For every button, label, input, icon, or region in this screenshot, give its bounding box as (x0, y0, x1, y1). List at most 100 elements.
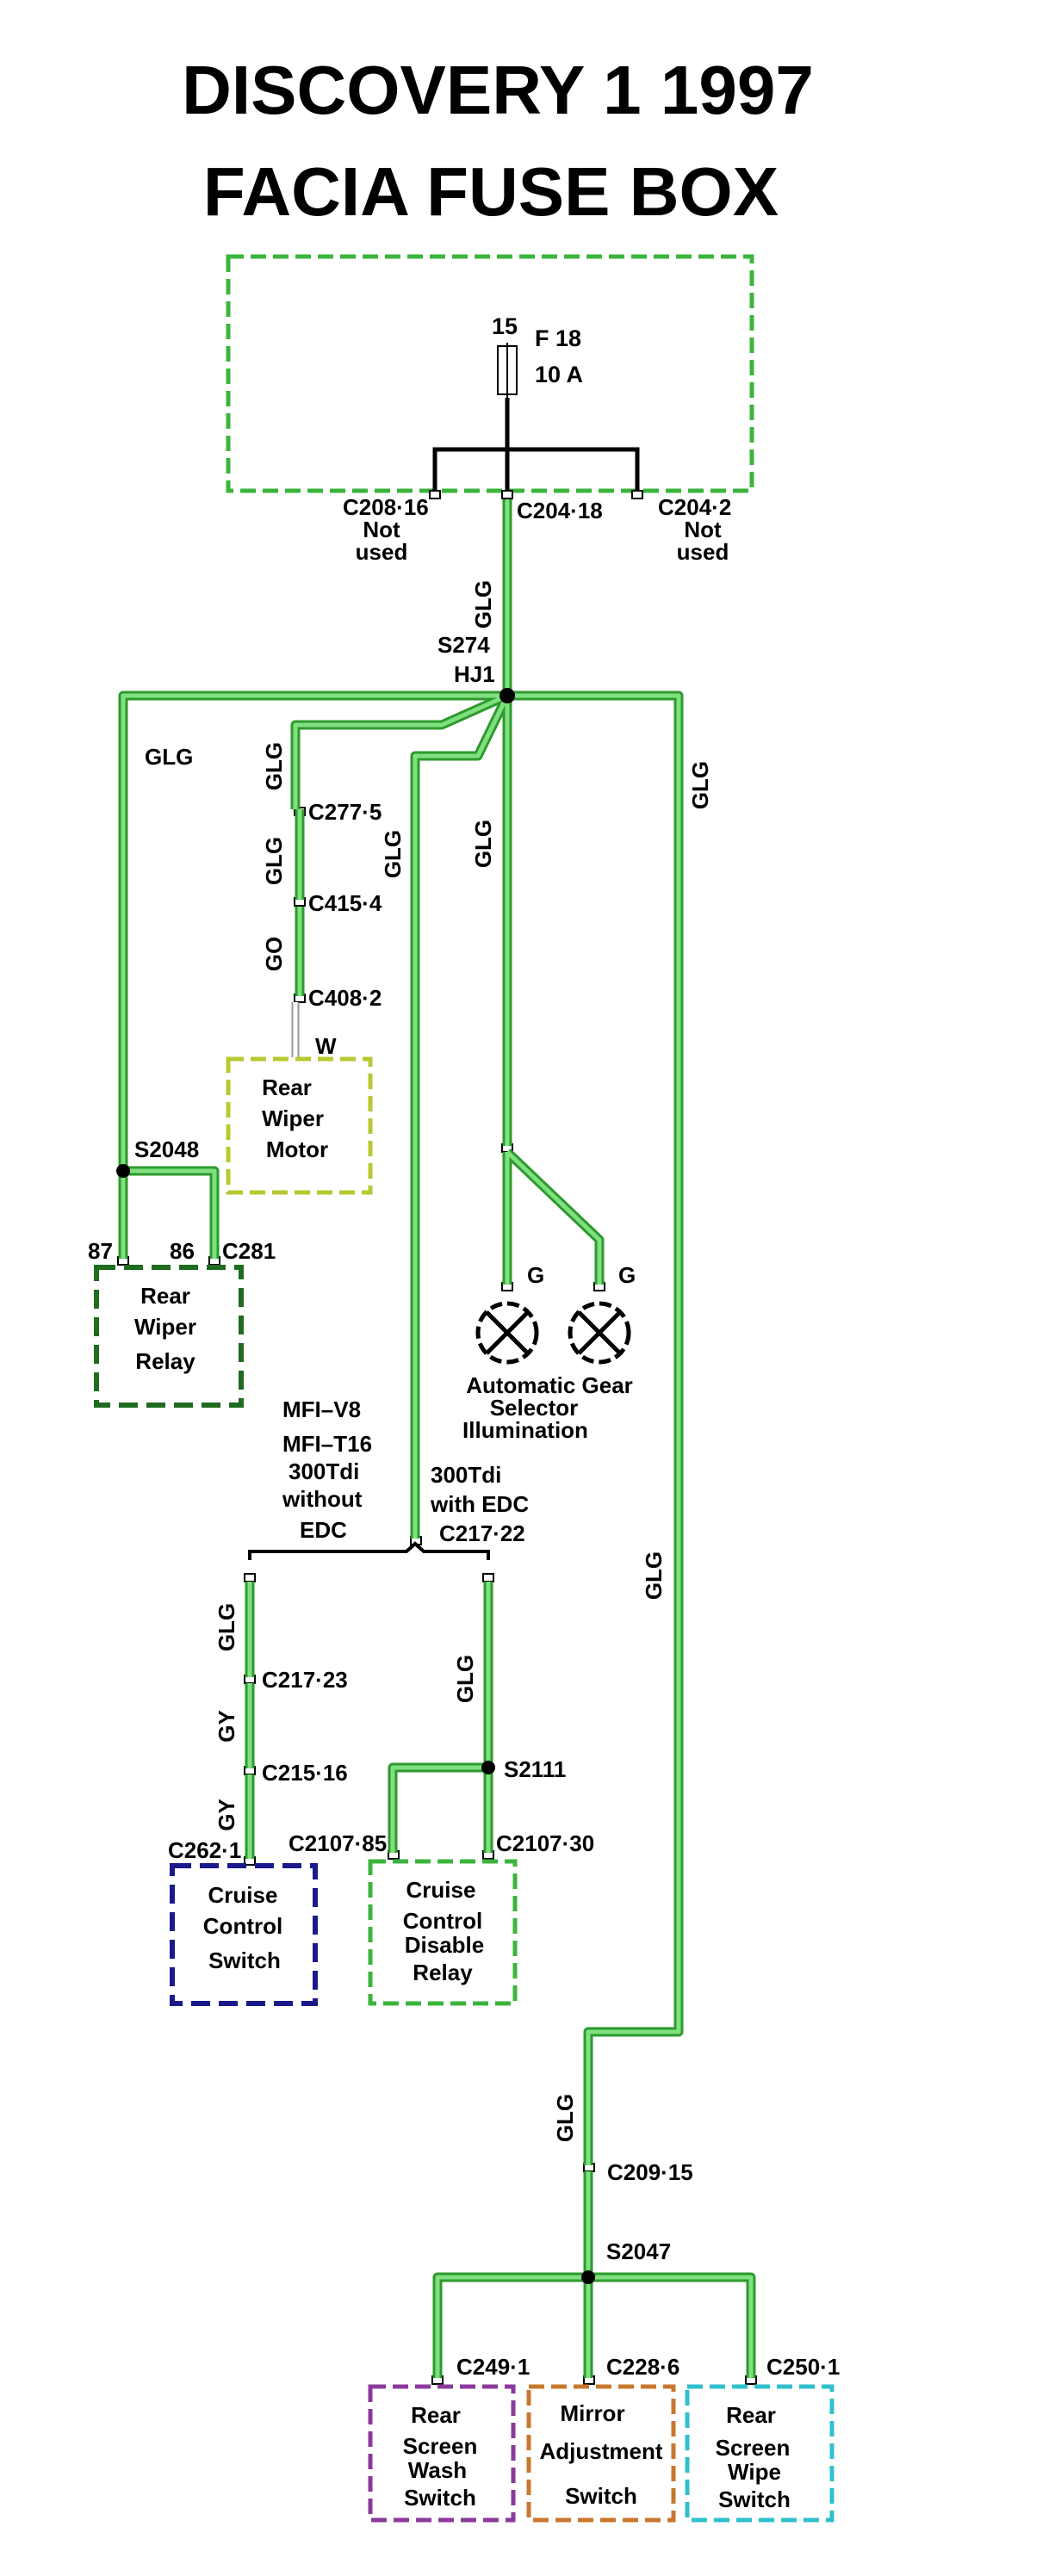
fuse-name-label: F 18 (535, 325, 581, 351)
rear-wiper-motor-label: Rear (262, 1074, 312, 1100)
c217-bus-bar (248, 1541, 490, 1560)
rear-screen-wash-label: Rear (411, 2402, 461, 2428)
wire-color-label: GLG (470, 580, 496, 629)
pin-87-label: 87 (88, 1238, 113, 1264)
rear-wiper-motor-label: Motor (266, 1136, 328, 1162)
wire-color-label: G (527, 1262, 544, 1288)
connector-c249-label: C249·1 (456, 2354, 530, 2380)
fuse-circuit-label: 15 (492, 313, 518, 339)
connector-c217-23-label: C217·23 (262, 1667, 348, 1693)
cruise-control-relay-label: Cruise (406, 1877, 476, 1903)
splice-s2047-label: S2047 (606, 2239, 671, 2264)
variant-note-right: with EDC (430, 1491, 529, 1517)
connector-c204-18-label: C204·18 (517, 498, 603, 523)
fuse-box-outline (226, 254, 754, 493)
gear-illumination-label: Selector (490, 1395, 579, 1421)
cruise-control-switch-label: Control (203, 1913, 282, 1939)
wire-color-label: GLG (452, 1655, 478, 1703)
rear-screen-wash-label: Wash (408, 2457, 467, 2483)
rear-wiper-relay-box (94, 1265, 244, 1408)
rear-wiper-relay-label: Wiper (134, 1314, 196, 1340)
wires-inner (121, 499, 754, 2378)
wire-color-label: W (315, 1033, 337, 1059)
connector-c262-label: C262·1 (168, 1837, 241, 1863)
connector-c2107-30-label: C2107·30 (496, 1830, 594, 1856)
cruise-control-switch-box (170, 1863, 318, 2006)
bulb-icon (475, 1301, 539, 1365)
connector-c277-label: C277·5 (308, 799, 382, 825)
connector-c217-22-label: C217·22 (439, 1520, 525, 1546)
gear-illumination-label: Illumination (462, 1417, 588, 1443)
wire-color-label: GY (214, 1799, 239, 1831)
cruise-control-switch-label: Cruise (208, 1882, 278, 1908)
connector-c204-2-label: C204·2 (658, 494, 731, 520)
wire-color-label: GLG (641, 1551, 667, 1600)
connector-c281-label: C281 (222, 1238, 276, 1264)
splice-s2048-label: S2048 (134, 1136, 199, 1162)
variant-note-left: without (282, 1486, 363, 1512)
rear-wiper-relay-label: Relay (135, 1348, 195, 1374)
variant-note-left: 300Tdi (289, 1458, 359, 1484)
mirror-adjustment-label: Switch (565, 2483, 637, 2509)
rear-screen-wipe-label: Wipe (728, 2459, 781, 2485)
pin-86-label: 86 (170, 1238, 195, 1264)
bulb-icon (568, 1301, 631, 1365)
cruise-control-relay-label: Disable (405, 1932, 485, 1958)
rear-screen-wipe-label: Screen (716, 2435, 791, 2461)
wire-color-label: GLG (380, 830, 406, 878)
wire-color-label: GLG (145, 744, 193, 770)
connector-c204-2-note: Not (684, 517, 722, 542)
wire-color-label: GLG (552, 2094, 578, 2142)
rear-screen-wipe-label: Rear (726, 2402, 776, 2428)
title-line-2: FACIA FUSE BOX (203, 153, 779, 230)
connector-c208-note: Not (363, 517, 400, 542)
rear-wiper-relay-label: Rear (140, 1283, 190, 1309)
mirror-adjustment-box (526, 2384, 676, 2523)
connector-c408-label: C408·2 (308, 985, 382, 1011)
splice-s274-label: S274 (437, 632, 490, 658)
splice-s2111-label: S2111 (504, 1756, 566, 1782)
variant-note-left: EDC (300, 1517, 347, 1543)
connector-c250-label: C250·1 (766, 2354, 840, 2380)
connector-c2107-85-label: C2107·85 (289, 1830, 387, 1856)
fuse-rating-label: 10 A (535, 362, 583, 387)
variant-note-left: MFI–T16 (282, 1431, 372, 1457)
wire-color-label: GLG (261, 837, 287, 885)
wire-color-label: G (618, 1262, 636, 1288)
variant-note-left: MFI–V8 (282, 1396, 361, 1422)
cruise-control-switch-label: Switch (208, 1947, 281, 1973)
connector-c209-label: C209·15 (607, 2159, 693, 2185)
rear-screen-wipe-box (685, 2384, 835, 2523)
title-line-1: DISCOVERY 1 1997 (182, 52, 814, 128)
cruise-control-relay-label: Relay (413, 1960, 473, 1985)
wire-color-label: GLG (470, 820, 496, 868)
wire-color-label: GLG (261, 742, 287, 790)
cruise-control-relay-box (368, 1859, 518, 2006)
connector-pins (117, 490, 757, 2385)
gear-illumination-label: Automatic Gear (466, 1372, 633, 1398)
connector-c415-label: C415·4 (308, 890, 382, 916)
variant-note-right: 300Tdi (431, 1462, 501, 1488)
rear-screen-wipe-label: Switch (718, 2486, 791, 2512)
rear-screen-wash-box (368, 2384, 516, 2523)
wires-outer (118, 499, 756, 2378)
connector-c228-label: C228·6 (606, 2354, 679, 2380)
wire-color-label: GO (261, 937, 287, 971)
connector-c208-note: used (356, 539, 408, 565)
wire-color-label: GLG (687, 761, 713, 809)
rear-wiper-motor-label: Wiper (262, 1105, 324, 1131)
rear-screen-wash-label: Screen (403, 2433, 478, 2459)
splice-dots (116, 688, 595, 2284)
mirror-adjustment-label: Adjustment (540, 2438, 663, 2464)
mirror-adjustment-label: Mirror (560, 2400, 624, 2426)
wire-color-label: GLG (214, 1603, 239, 1651)
fuse-bus-bar (432, 447, 640, 491)
rear-screen-wash-label: Switch (404, 2485, 476, 2511)
cruise-control-relay-label: Control (403, 1908, 482, 1934)
connector-c208-label: C208·16 (343, 494, 429, 520)
rear-wiper-motor-box (226, 1056, 373, 1195)
wire-color-label: GY (214, 1710, 239, 1743)
connector-c204-2-note: used (677, 539, 729, 565)
splice-hj1-label: HJ1 (454, 661, 495, 687)
